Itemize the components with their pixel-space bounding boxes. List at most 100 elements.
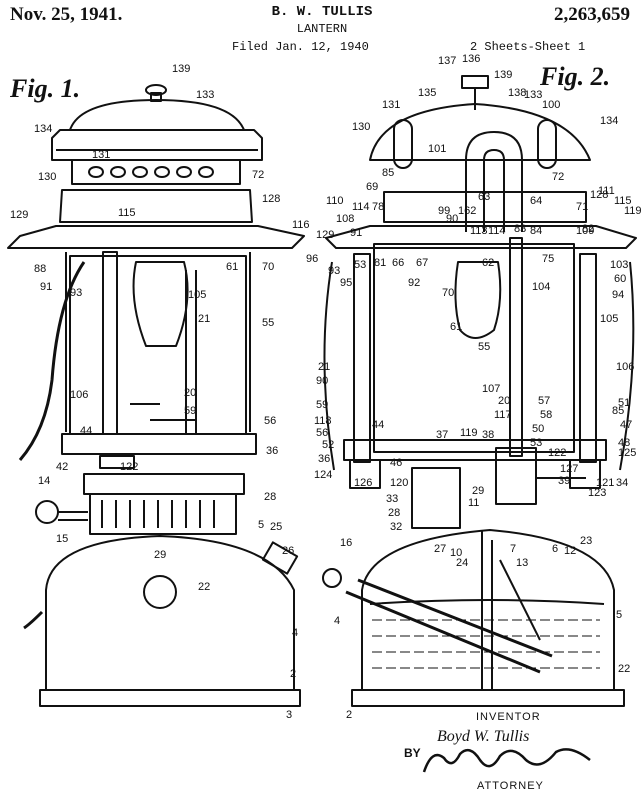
reference-numeral: 13 (516, 557, 528, 569)
reference-numeral: 90 (316, 375, 328, 387)
inventor-label: INVENTOR (476, 711, 541, 723)
reference-numeral: 14 (38, 475, 50, 487)
reference-numeral: 123 (588, 487, 606, 499)
reference-numeral: 105 (188, 289, 206, 301)
reference-numeral: 137 (438, 55, 456, 67)
reference-numeral: 100 (542, 99, 560, 111)
reference-numeral: 21 (198, 313, 210, 325)
reference-numeral: 61 (450, 321, 462, 333)
reference-numeral: 96 (306, 253, 318, 265)
reference-numeral: 108 (336, 213, 354, 225)
reference-numeral: 27 (434, 543, 446, 555)
reference-numeral: 162 (458, 205, 476, 217)
reference-numeral: 127 (560, 463, 578, 475)
reference-numeral: 46 (390, 457, 402, 469)
figure-2-lantern-section (323, 76, 636, 706)
reference-numeral: 47 (620, 419, 632, 431)
reference-numeral: 62 (482, 257, 494, 269)
reference-numeral: 29 (154, 549, 166, 561)
reference-numeral: 128 (262, 193, 280, 205)
reference-numeral: 38 (482, 429, 494, 441)
reference-numeral: 23 (580, 535, 592, 547)
reference-numeral: 32 (390, 521, 402, 533)
reference-numeral: 44 (372, 419, 384, 431)
reference-numeral: 22 (618, 663, 630, 675)
reference-numeral: 109 (576, 225, 594, 237)
reference-numeral: 57 (538, 395, 550, 407)
reference-numeral: 56 (264, 415, 276, 427)
reference-numeral: 81 (374, 257, 386, 269)
reference-numeral: 107 (482, 383, 500, 395)
reference-numeral: 105 (600, 313, 618, 325)
reference-numeral: 131 (92, 149, 110, 161)
reference-numeral: 11 (468, 497, 479, 509)
reference-numeral: 117 (494, 409, 512, 421)
figure-1-reference-numerals: 1391331341311307212811512970889193615510… (10, 63, 298, 721)
reference-numeral: 21 (318, 361, 330, 373)
reference-numeral: 119 (460, 427, 478, 439)
reference-numeral: 26 (282, 545, 294, 557)
reference-numeral: 50 (532, 423, 544, 435)
reference-numeral: 134 (34, 123, 52, 135)
reference-numeral: 114 (488, 225, 506, 237)
reference-numeral: 67 (416, 257, 428, 269)
reference-numeral: 39 (558, 475, 570, 487)
reference-numeral: 90 (446, 213, 458, 225)
reference-numeral: 124 (314, 469, 332, 481)
reference-numeral: 78 (372, 201, 384, 213)
reference-numeral: 29 (472, 485, 484, 497)
reference-numeral: 116 (292, 219, 310, 231)
reference-numeral: 3 (286, 709, 292, 721)
reference-numeral: 135 (418, 87, 436, 99)
reference-numeral: 91 (40, 281, 52, 293)
reference-numeral: 52 (322, 439, 334, 451)
reference-numeral: 122 (120, 461, 138, 473)
reference-numeral: 106 (70, 389, 88, 401)
reference-numeral: 72 (252, 169, 264, 181)
reference-numeral: 70 (262, 261, 274, 273)
reference-numeral: 72 (552, 171, 564, 183)
reference-numeral: 106 (616, 361, 634, 373)
reference-numeral: 129 (316, 229, 334, 241)
reference-numeral: 69 (366, 181, 378, 193)
reference-numeral: 131 (382, 99, 400, 111)
reference-numeral: 110 (326, 195, 344, 207)
reference-numeral: 7 (510, 543, 516, 555)
reference-numeral: 139 (172, 63, 190, 75)
reference-numeral: 91 (350, 227, 362, 239)
reference-numeral: 20 (184, 387, 196, 399)
reference-numeral: 134 (600, 115, 618, 127)
inventor-name: Boyd W. Tullis (437, 728, 529, 746)
reference-numeral: 92 (408, 277, 420, 289)
reference-numeral: 28 (264, 491, 276, 503)
reference-numeral: 130 (352, 121, 370, 133)
reference-numeral: 101 (428, 143, 446, 155)
reference-numeral: 28 (388, 507, 400, 519)
reference-numeral: 59 (316, 399, 328, 411)
reference-numeral: 139 (494, 69, 512, 81)
reference-numeral: 71 (576, 201, 588, 213)
reference-numeral: 33 (386, 493, 398, 505)
reference-numeral: 16 (340, 537, 352, 549)
reference-numeral: 85 (612, 405, 624, 417)
reference-numeral: 83 (514, 223, 526, 235)
reference-numeral: 4 (334, 615, 340, 627)
reference-numeral: 22 (198, 581, 210, 593)
reference-numeral: 3 (0, 0, 6, 3)
reference-numeral: 60 (614, 273, 626, 285)
reference-numeral: 36 (266, 445, 278, 457)
reference-numeral: 85 (382, 167, 394, 179)
reference-numeral: 104 (532, 281, 550, 293)
reference-numeral: 66 (392, 257, 404, 269)
reference-numeral: 115 (118, 207, 136, 219)
reference-numeral: 122 (548, 447, 566, 459)
reference-numeral: 130 (38, 171, 56, 183)
reference-numeral: 12 (564, 545, 576, 557)
reference-numeral: 2 (290, 668, 296, 680)
reference-numeral: 53 (530, 437, 542, 449)
reference-numeral: 119 (624, 205, 642, 217)
reference-numeral: 61 (226, 261, 238, 273)
reference-numeral: 111 (598, 185, 615, 197)
reference-numeral: 53 (354, 259, 366, 271)
